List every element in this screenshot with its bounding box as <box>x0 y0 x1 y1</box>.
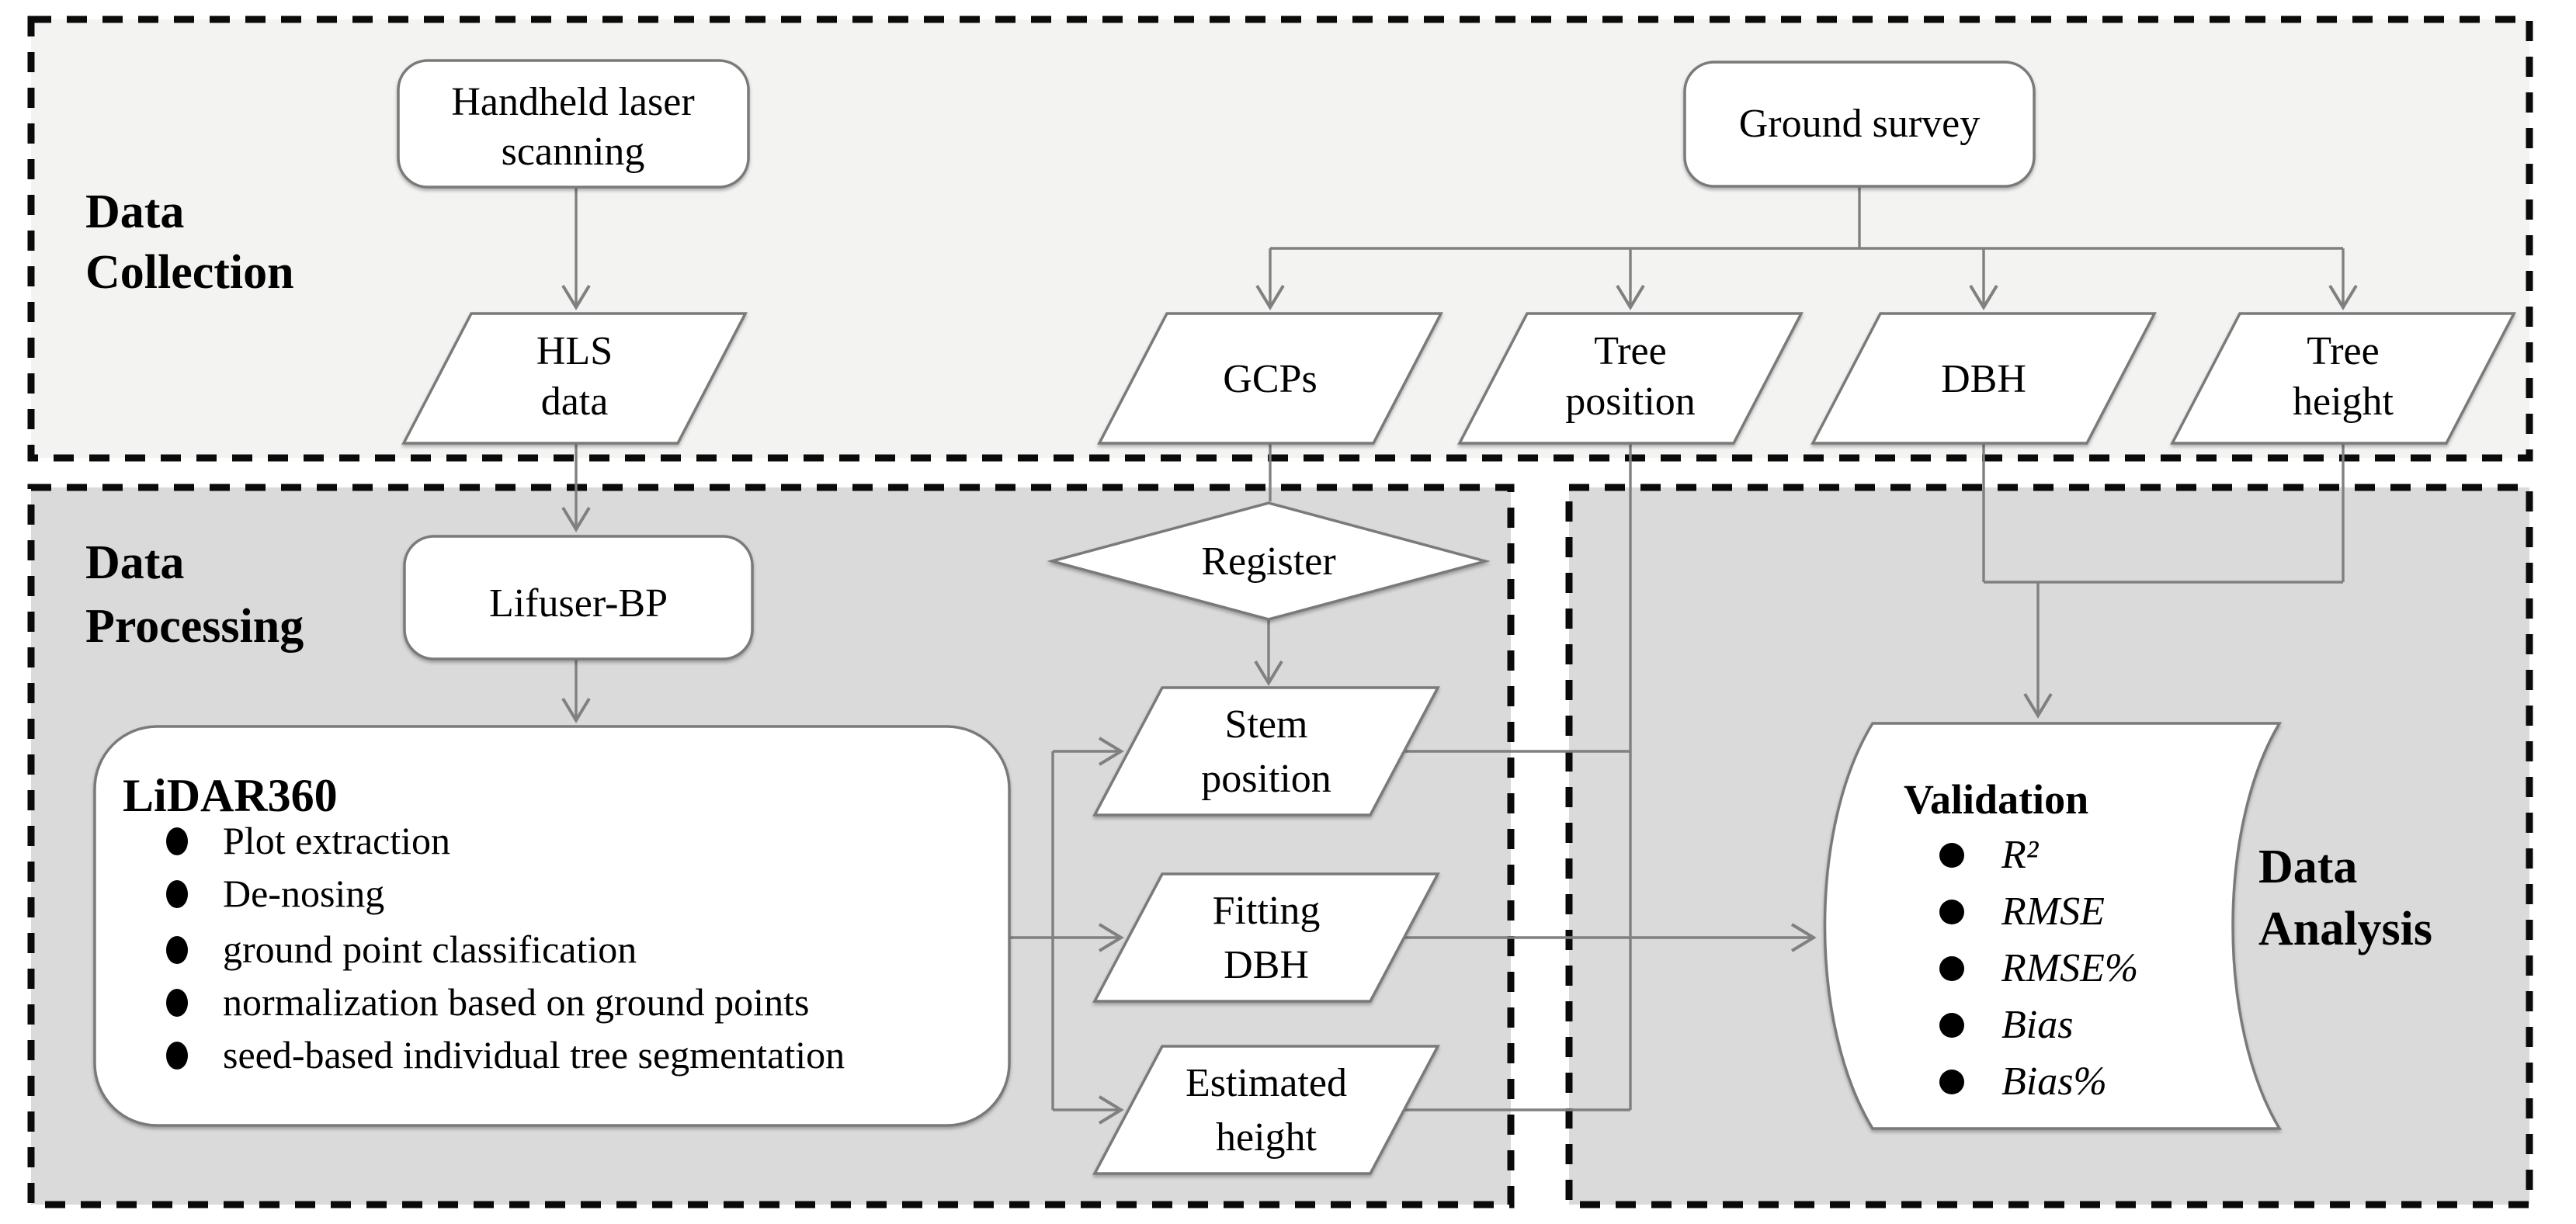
validation-stored-data-shape <box>1823 722 2283 1130</box>
bullet-icon <box>166 1042 188 1070</box>
validation-title: Validation <box>1904 776 2088 823</box>
node-lidar360: LiDAR360 Plot extraction De-nosing groun… <box>93 725 1011 1127</box>
dbh-parallelogram <box>1810 312 2157 445</box>
handheld-laser-scanning-text-line2: scanning <box>502 130 645 174</box>
validation-item-4: Bias <box>2001 1003 2073 1047</box>
data-processing-label-line2: Processing <box>85 600 304 653</box>
data-analysis-label-line2: Analysis <box>2258 903 2432 955</box>
validation-item-1: R² <box>2001 833 2040 877</box>
lidar360-box <box>93 725 1011 1127</box>
tree-height-text-line1: Tree <box>2307 329 2379 373</box>
connectors <box>561 187 2358 1125</box>
data-collection-label-line1: Data <box>85 186 184 238</box>
ground-survey-text: Ground survey <box>1739 102 1981 146</box>
bullet-icon <box>1939 900 1964 924</box>
hls-data-text-line1: HLS <box>536 329 613 373</box>
validation-item-5: Bias% <box>2001 1059 2107 1104</box>
bullet-icon <box>1939 1013 1964 1038</box>
bullet-icon <box>1939 956 1964 981</box>
fitting-dbh-parallelogram <box>1092 872 1440 1003</box>
node-tree-height: Tree height <box>2170 312 2516 445</box>
stem-position-parallelogram <box>1092 686 1440 817</box>
node-validation: Validation R² RMSE RMSE% Bias Bias% <box>1823 722 2283 1130</box>
node-hls-data: HLS data <box>401 312 748 445</box>
lidar360-title: LiDAR360 <box>123 770 338 821</box>
lidar360-item-1: Plot extraction <box>223 819 450 862</box>
node-register: Register <box>1047 501 1491 621</box>
fitting-dbh-text-line1: Fitting <box>1213 889 1321 933</box>
lidar360-item-4: normalization based on ground points <box>223 980 809 1024</box>
fitting-dbh-text-line2: DBH <box>1224 943 1309 987</box>
handheld-laser-scanning-box <box>397 59 750 189</box>
bullet-icon <box>166 827 188 855</box>
node-gcps: GCPs <box>1097 312 1443 445</box>
lidar360-item-3: ground point classification <box>223 928 637 971</box>
validation-bullet-list: R² RMSE RMSE% Bias Bias% <box>1939 833 2138 1104</box>
bullet-icon <box>1939 1070 1964 1094</box>
lidar360-bullet-list: Plot extraction De-nosing ground point c… <box>166 819 845 1077</box>
hls-data-text-line2: data <box>541 380 609 424</box>
data-processing-label-line1: Data <box>85 536 184 589</box>
lifuser-bp-text: Lifuser-BP <box>489 581 668 626</box>
stem-position-text-line2: position <box>1201 757 1331 801</box>
tree-height-text-line2: height <box>2293 380 2394 424</box>
bullet-icon <box>1939 843 1964 868</box>
node-lifuser-bp: Lifuser-BP <box>403 535 754 661</box>
register-text: Register <box>1201 539 1335 584</box>
data-analysis-label-line1: Data <box>2258 841 2357 893</box>
tree-position-text-line2: position <box>1565 380 1696 424</box>
validation-item-3: RMSE% <box>2001 946 2138 990</box>
gcps-text: GCPs <box>1223 357 1317 401</box>
node-ground-survey: Ground survey <box>1683 61 2036 188</box>
ground-survey-box <box>1683 61 2036 188</box>
tree-position-text-line1: Tree <box>1594 329 1666 373</box>
node-handheld-laser-scanning: Handheld laser scanning <box>397 59 750 189</box>
estimated-height-text-line2: height <box>1216 1115 1318 1160</box>
bullet-icon <box>166 989 188 1017</box>
tree-height-parallelogram <box>2170 312 2516 445</box>
estimated-height-text-line1: Estimated <box>1186 1061 1347 1105</box>
lidar360-item-5: seed-based individual tree segmentation <box>223 1033 845 1077</box>
handheld-laser-scanning-text-line1: Handheld laser <box>451 80 694 124</box>
node-fitting-dbh: Fitting DBH <box>1092 872 1440 1003</box>
dbh-text: DBH <box>1941 357 2026 401</box>
data-collection-label-line2: Collection <box>85 246 294 299</box>
lifuser-bp-box <box>403 535 754 661</box>
hls-data-parallelogram <box>401 312 748 445</box>
gcps-parallelogram <box>1097 312 1443 445</box>
node-estimated-height: Estimated height <box>1092 1045 1440 1175</box>
validation-item-2: RMSE <box>2001 889 2105 934</box>
estimated-height-parallelogram <box>1092 1045 1440 1175</box>
stem-position-text-line1: Stem <box>1225 702 1308 747</box>
node-stem-position: Stem position <box>1092 686 1440 817</box>
lidar360-item-2: De-nosing <box>223 872 384 915</box>
register-diamond <box>1047 501 1491 621</box>
node-dbh: DBH <box>1810 312 2157 445</box>
bullet-icon <box>166 880 188 908</box>
tree-position-parallelogram <box>1457 312 1804 445</box>
bullet-icon <box>166 936 188 964</box>
node-tree-position: Tree position <box>1457 312 1804 445</box>
